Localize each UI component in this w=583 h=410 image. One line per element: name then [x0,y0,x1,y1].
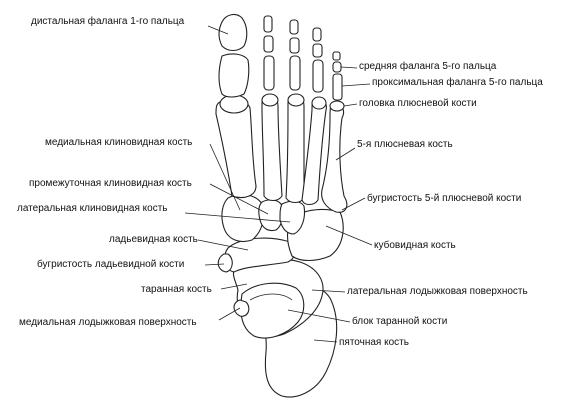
label-cuboid: кубовидная кость [374,240,456,251]
leader-middle-phalanx-5 [340,66,358,69]
proximal-phalanx-2-bone [263,55,275,91]
leader-proximal-phalanx-5 [341,83,371,87]
distal-phalanx-5-bone [332,51,341,61]
label-navicular-tuberosity: бугристость ладьевидной кости [37,259,185,270]
leader-intermediate-cuneiform [209,183,269,215]
leader-lateral-cuneiform [184,212,291,223]
label-medial-malleolar-surface: медиальная лодыжковая поверхность [19,317,197,328]
label-calcaneus: пяточная кость [339,337,409,348]
leader-medial-cuneiform [209,143,241,211]
leader-navicular [197,239,249,251]
distal-phalanx-2-bone [263,15,273,33]
leader-lateral-malleolar [311,289,346,293]
metatarsal-5-bone [321,103,348,213]
leader-navicular-tuberosity [204,263,225,266]
middle-phalanx-2-bone [263,35,274,53]
label-proximal-phalanx-5: проксимальная фаланга 5-го пальца [372,77,543,88]
label-navicular: ладьевидная кость [109,234,198,245]
label-lateral-malleolar-surface: латеральная лодыжковая поверхность [347,286,528,297]
proximal-phalanx-1-bone [218,53,250,98]
label-talus: таранная кость [141,284,212,295]
metatarsal-3-bone [285,94,305,204]
label-middle-phalanx-5: средняя фаланга 5-го пальца [359,61,497,72]
navicular-tuberosity-bone [217,253,233,273]
label-talus-trochlea: блок таранной кости [352,316,448,327]
leader-distal-phalanx-1 [207,25,229,35]
middle-phalanx-3-bone [289,37,300,54]
middle-phalanx-4-bone [312,43,323,58]
proximal-phalanx-4-bone [312,59,324,93]
leader-medial-malleolar [218,307,241,321]
metatarsal-2-bone [261,94,283,202]
metatarsal-head-4-bone [311,96,327,110]
metatarsal-head-2-bone [261,93,279,107]
proximal-phalanx-3-bone [289,55,301,91]
distal-phalanx-3-bone [289,19,299,35]
intermediate-cuneiform-bone [258,199,284,232]
leader-talus [220,283,248,290]
distal-phalanx-4-bone [312,27,322,42]
metatarsal-4-bone [301,98,327,206]
label-medial-cuneiform: медиальная клиновидная кость [45,137,193,148]
label-lateral-cuneiform: латеральная клиновидная кость [17,203,168,214]
middle-phalanx-5-bone [332,61,342,73]
distal-phalanx-1-bone [218,13,248,52]
label-distal-phalanx-1: дистальная фаланга 1-го пальца [31,16,185,27]
label-tuberosity-metatarsal-5: бугристость 5-й плюсневой кости [367,193,522,204]
leader-metatarsal-5 [335,147,356,161]
metatarsal-head-3-bone [287,93,305,107]
leader-talus-trochlea [287,309,351,323]
medial-malleolar-bone [233,299,250,317]
leader-tuberosity-metatarsal-5 [341,197,366,211]
leader-calcaneus [313,339,338,343]
metatarsal-head-5-bone [329,100,345,112]
label-metatarsal-5: 5-я плюсневая кость [357,139,453,150]
label-intermediate-cuneiform: промежуточная клиновидная кость [29,178,192,189]
proximal-phalanx-5-bone [332,73,343,101]
leader-metatarsal-head [343,103,358,107]
leader-cuboid [325,225,373,246]
metatarsal-head-1-bone [219,94,249,114]
metatarsal-1-bone [215,98,257,199]
label-metatarsal-head: головка плюсневой кости [359,98,477,109]
